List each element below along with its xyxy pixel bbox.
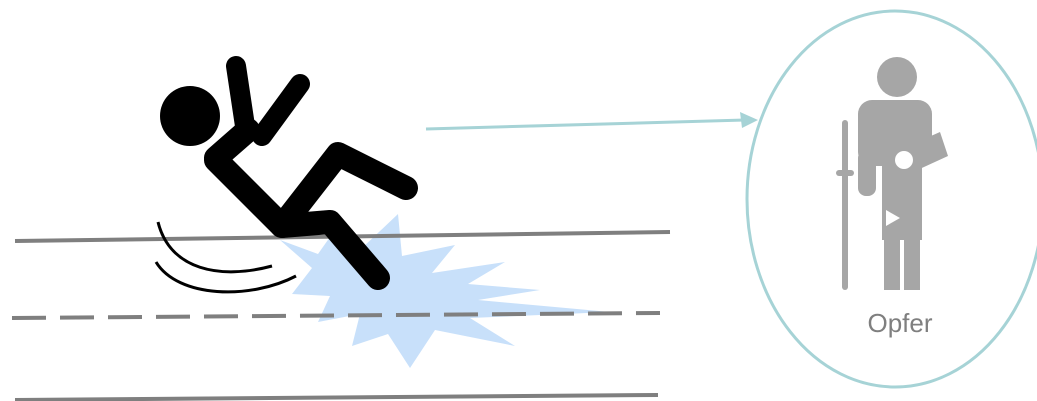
road-line-bottom	[15, 395, 658, 400]
victim-label: Opfer	[840, 308, 960, 339]
arrow-head	[740, 112, 758, 128]
arrow-line	[426, 120, 745, 129]
motion-line-2	[156, 262, 296, 292]
motion-line-1	[158, 222, 272, 272]
